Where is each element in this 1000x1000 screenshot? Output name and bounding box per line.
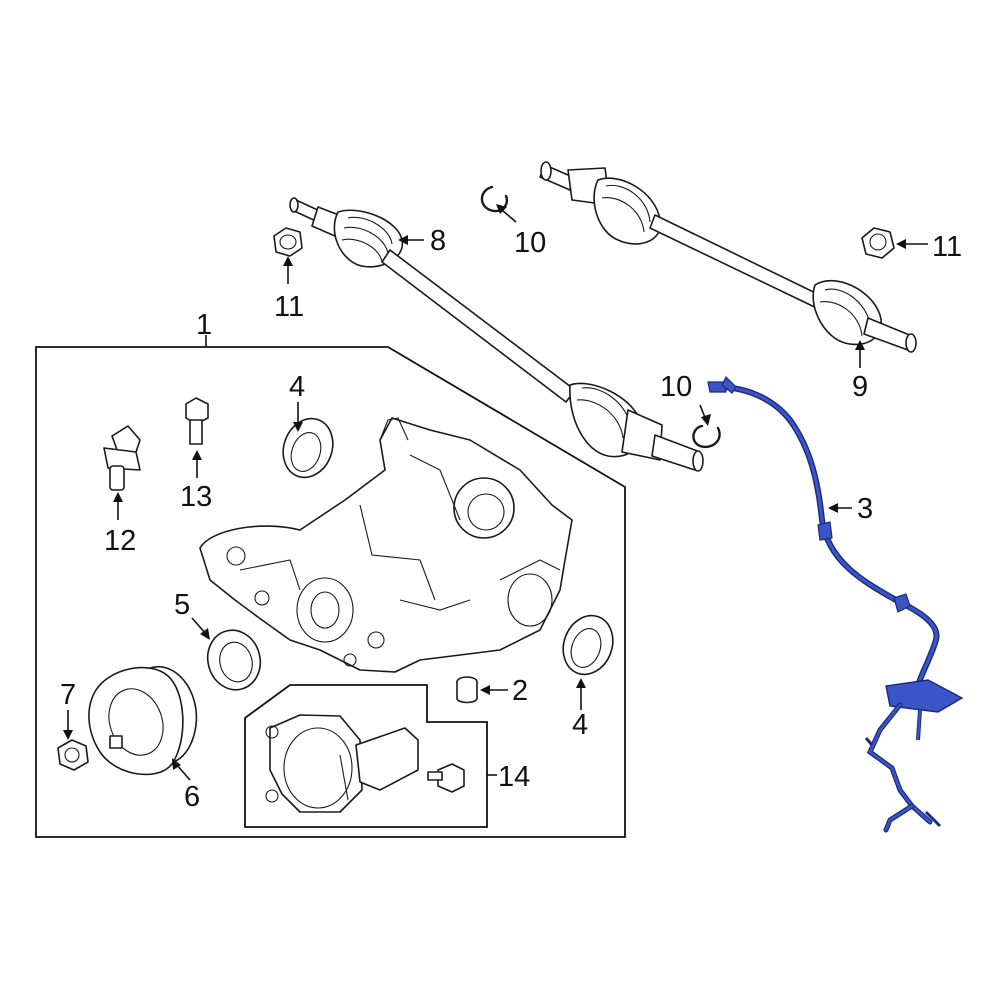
nut-left[interactable] (273, 227, 303, 257)
assembly-box-14 (244, 684, 488, 828)
callout-3: 3 (857, 493, 873, 525)
callout-10-mid: 10 (660, 371, 692, 403)
flange-6[interactable] (88, 665, 198, 776)
callout-4-bottom: 4 (572, 709, 588, 741)
callout-10-top: 10 (514, 227, 546, 259)
bushing-2[interactable] (456, 676, 478, 704)
callout-12: 12 (104, 525, 136, 557)
seal-top[interactable] (275, 412, 341, 485)
nut-7[interactable] (57, 739, 89, 771)
actuator-14[interactable] (265, 714, 465, 813)
seal-bottom[interactable] (555, 609, 621, 682)
callout-5: 5 (174, 589, 190, 621)
callout-11-left: 11 (274, 291, 304, 323)
callout-1: 1 (196, 309, 212, 341)
left-axle-shaft[interactable] (289, 197, 704, 472)
callout-2: 2 (512, 675, 528, 707)
nut-right[interactable] (861, 227, 895, 259)
snap-ring-top[interactable] (480, 185, 509, 213)
callout-9: 9 (852, 371, 868, 403)
bolt-13[interactable] (185, 397, 209, 445)
snap-ring-mid[interactable] (692, 424, 721, 449)
speed-sensor[interactable] (103, 425, 141, 491)
assembly-box-1 (35, 346, 626, 838)
seal-5[interactable] (201, 624, 267, 695)
differential-housing[interactable] (199, 417, 573, 673)
wiring-harness-3[interactable] (707, 375, 964, 833)
callout-8: 8 (430, 225, 446, 257)
callout-11-right: 11 (932, 231, 962, 263)
callout-13: 13 (180, 481, 212, 513)
callout-14: 14 (498, 761, 530, 793)
callout-7: 7 (60, 679, 76, 711)
right-axle-shaft[interactable] (539, 161, 917, 353)
leaders (63, 204, 928, 781)
callout-4-top: 4 (289, 371, 305, 403)
callout-6: 6 (184, 781, 200, 813)
